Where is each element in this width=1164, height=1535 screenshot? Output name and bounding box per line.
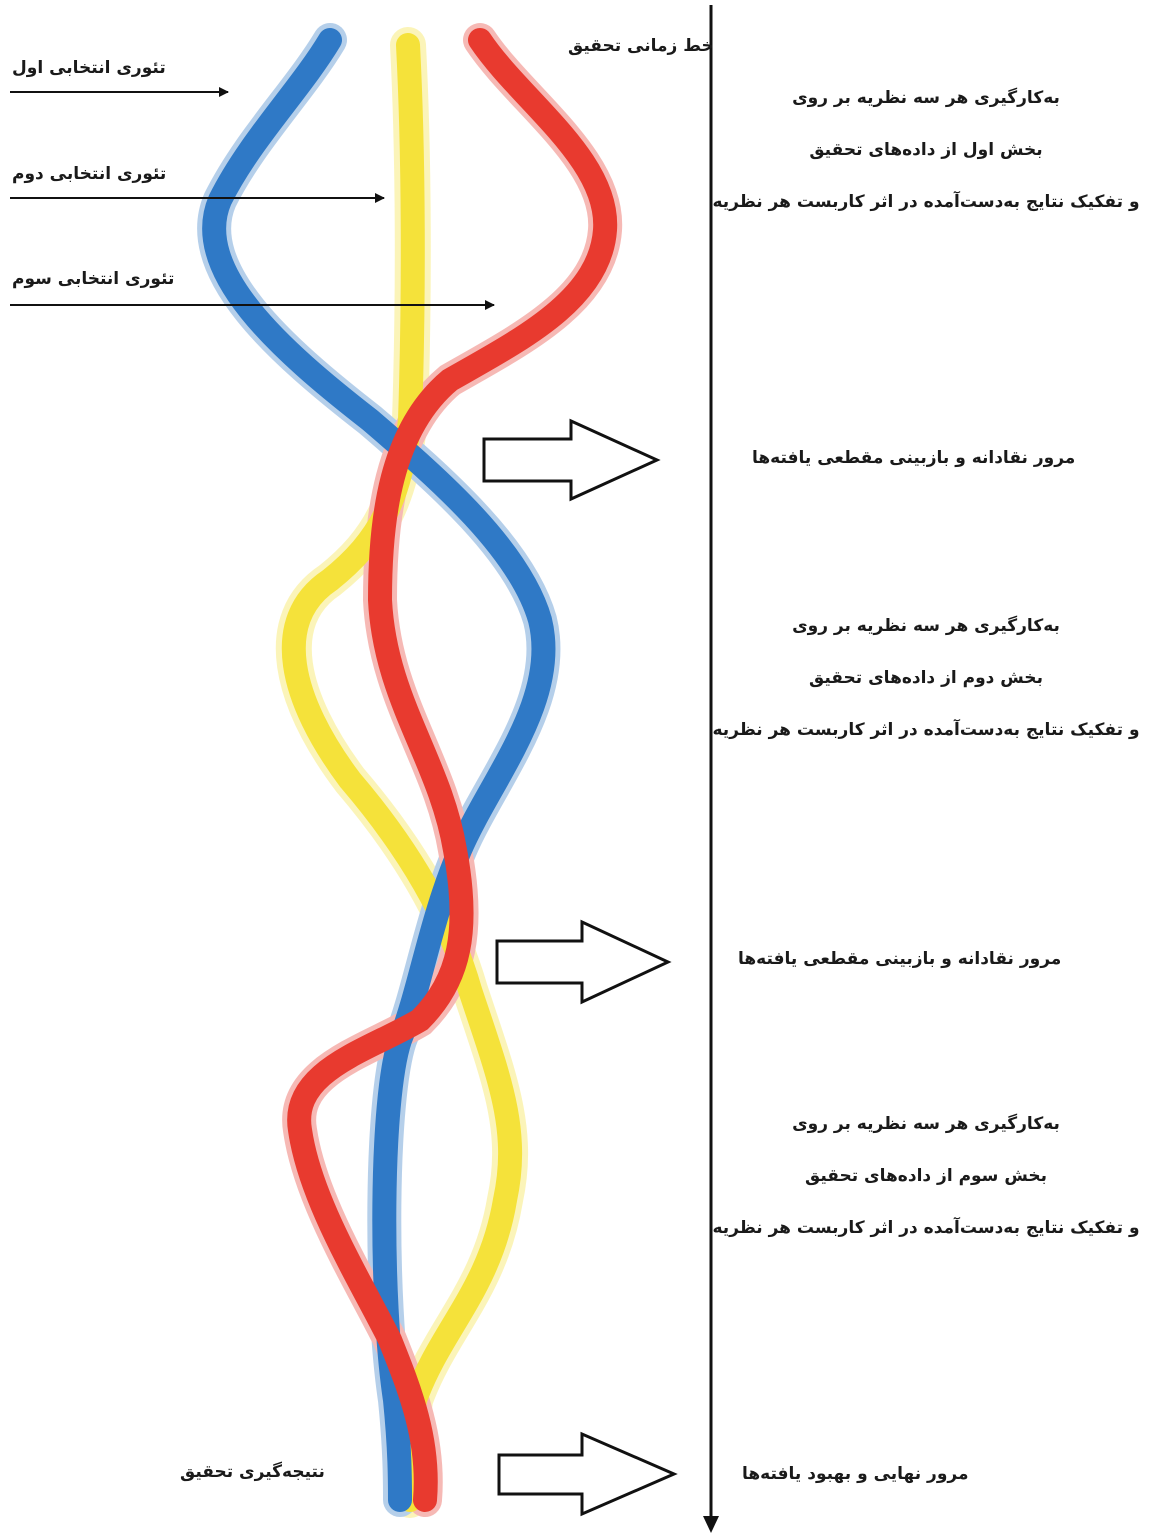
step-apply-part-1: به‌کارگیری هر سه نظریه بر روی بخش اول از… — [706, 72, 1146, 228]
theory-1-label: تئوری انتخابی اول — [12, 58, 166, 78]
review-2-block-arrow-icon — [495, 919, 672, 1005]
theory-3-label: تئوری انتخابی سوم — [12, 269, 175, 289]
step-1-line-3: و تفکیک نتایج به‌دست‌آمده در اثر کاربست … — [712, 192, 1140, 212]
review-3-block-arrow-icon — [497, 1431, 678, 1517]
step-apply-part-3: به‌کارگیری هر سه نظریه بر روی بخش سوم از… — [706, 1098, 1146, 1254]
final-review-label: مرور نهایی و بهبود یافته‌ها — [742, 1464, 969, 1484]
step-1-line-1: به‌کارگیری هر سه نظریه بر روی — [792, 88, 1060, 108]
theory-2-label: تئوری انتخابی دوم — [12, 164, 167, 184]
strand-blue — [202, 28, 556, 1512]
review-2-label: مرور نقادانه و بازبینی مقطعی یافته‌ها — [738, 949, 1062, 969]
timeline-label: خط زمانی تحقیق — [568, 36, 714, 56]
step-3-line-1: به‌کارگیری هر سه نظریه بر روی — [792, 1114, 1060, 1134]
step-3-line-3: و تفکیک نتایج به‌دست‌آمده در اثر کاربست … — [712, 1218, 1140, 1238]
step-2-line-1: به‌کارگیری هر سه نظریه بر روی — [792, 616, 1060, 636]
review-1-block-arrow-icon — [482, 418, 661, 502]
step-3-line-2: بخش سوم از داده‌های تحقیق — [805, 1166, 1047, 1186]
step-apply-part-2: به‌کارگیری هر سه نظریه بر روی بخش دوم از… — [706, 600, 1146, 756]
step-1-line-2: بخش اول از داده‌های تحقیق — [809, 140, 1043, 160]
review-1-label: مرور نقادانه و بازبینی مقطعی یافته‌ها — [752, 448, 1076, 468]
timeline-arrowhead-icon — [703, 1516, 719, 1533]
step-2-line-2: بخش دوم از داده‌های تحقیق — [809, 668, 1043, 688]
step-2-line-3: و تفکیک نتایج به‌دست‌آمده در اثر کاربست … — [712, 720, 1140, 740]
strand-red — [287, 28, 618, 1512]
conclusion-label: نتیجه‌گیری تحقیق — [180, 1462, 325, 1482]
